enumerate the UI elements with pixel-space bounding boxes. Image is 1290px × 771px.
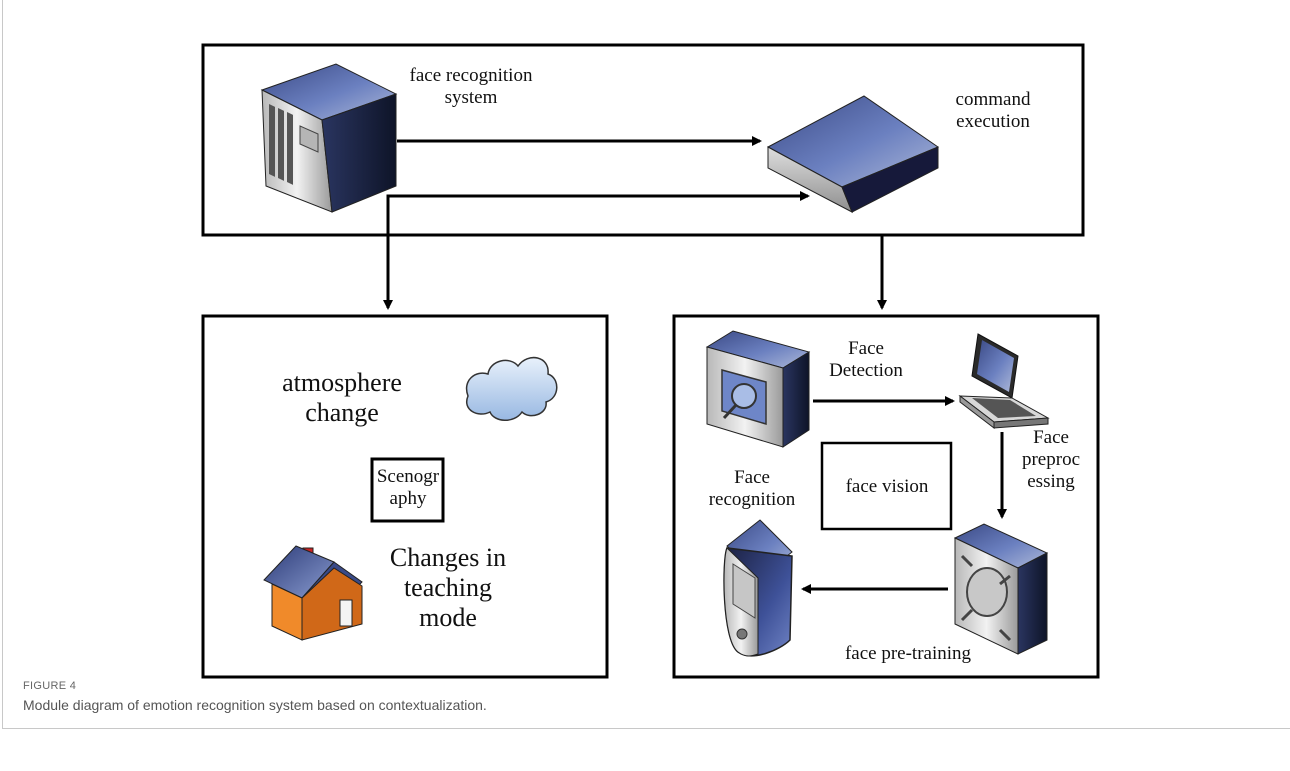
label-changes-teaching-mode: Changes in teaching mode [389,543,507,632]
server-tower-icon [260,63,398,213]
label-command-execution: command execution [955,89,1031,132]
label-atmosphere-change: atmosphere change [282,368,402,427]
arrow-feedback-to-command [386,191,810,307]
figure-label: FIGURE 4 [23,680,77,692]
laptop-icon [958,333,1050,430]
label-face-recognition-system: face recognition system [409,65,533,108]
network-device-icon [766,95,940,214]
figure-caption: Module diagram of emotion recognition sy… [23,697,487,713]
label-face-vision: face vision [845,476,929,497]
face-vision-box [820,441,953,531]
pda-icon [723,519,793,657]
scenography-box [370,457,445,523]
label-scenography: Scenogr aphy [376,466,440,509]
cloud-icon [465,356,558,421]
label-face-pre-training: face pre-training [844,643,972,664]
figure-border-left [2,0,3,729]
label-face-preprocessing: Face preproc essing [1021,427,1081,492]
processor-box-icon [953,523,1049,655]
label-face-recognition: Face recognition [708,467,796,510]
module-diagram [201,43,1100,679]
figure-border-bottom [2,728,1290,729]
left-module-box [201,314,609,679]
right-module-box [672,314,1100,679]
label-face-detection: Face Detection [829,338,903,381]
scanner-icon [705,330,811,448]
house-icon [263,545,363,641]
top-module-box [201,43,1085,237]
